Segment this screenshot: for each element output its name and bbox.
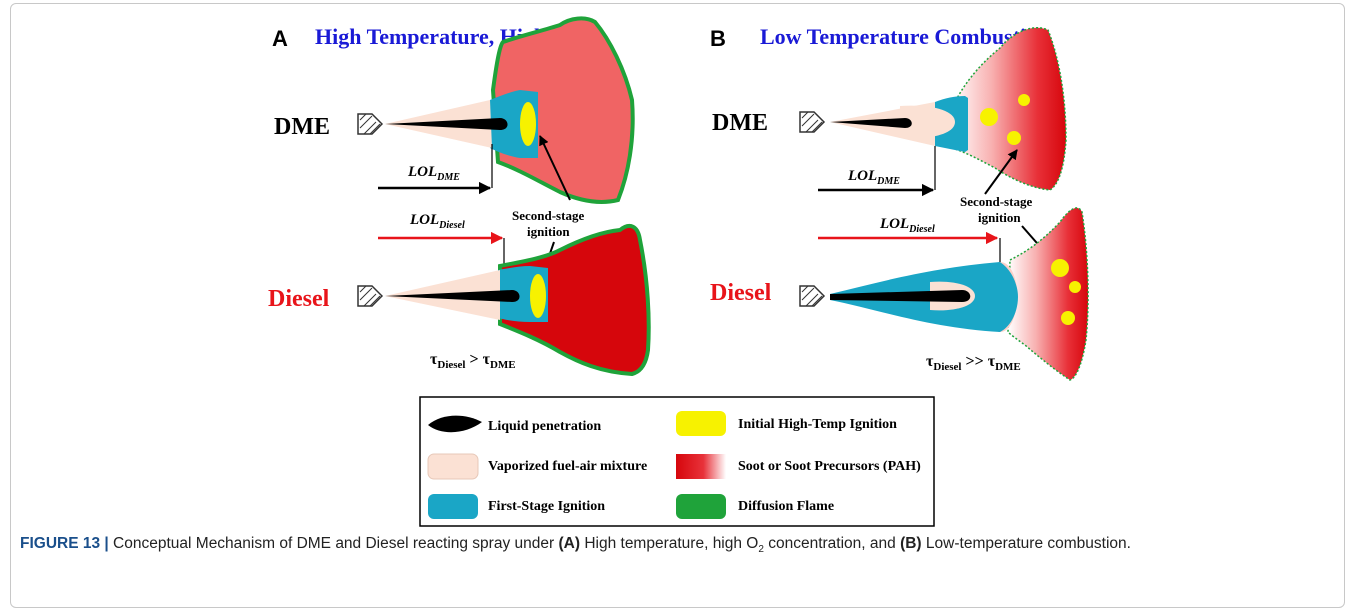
ignition-diesel-a — [530, 274, 546, 318]
panel-b-dme-label: DME — [712, 110, 768, 136]
ignition-dme-b-2 — [1007, 131, 1021, 145]
panel-b-diesel-label: Diesel — [710, 280, 772, 306]
ignition-dme-b-3 — [1018, 94, 1030, 106]
legend-swatch-ignition — [676, 411, 726, 436]
liquid-dme-b — [830, 118, 912, 128]
legend-swatch-vapor — [427, 453, 479, 480]
ignition-label-b-1: Second-stage — [960, 194, 1032, 209]
ignition-dme-b-1 — [980, 108, 998, 126]
figure-frame — [10, 3, 1345, 608]
lol-dme-label-b: LOLDME — [847, 168, 900, 187]
legend-swatch-first-stage — [428, 494, 478, 519]
panel-b-title: Low Temperature Combustion — [760, 24, 1049, 49]
caption-text-1: Conceptual Mechanism of DME and Diesel r… — [108, 535, 559, 552]
legend-swatch-liquid — [428, 415, 482, 433]
ignition-label-a-1: Second-stage — [512, 208, 584, 223]
panel-a-diesel-label: Diesel — [268, 286, 330, 312]
legend-label-liquid: Liquid penetration — [488, 419, 601, 434]
ignition-arrow-a-up — [539, 135, 571, 201]
injector-nozzle-diesel-b — [799, 285, 826, 307]
lol-diesel-label-a: LOLDiesel — [409, 212, 465, 231]
soot-dme-b — [951, 27, 1067, 191]
legend-label-ignition: Initial High-Temp Ignition — [738, 417, 897, 432]
ignition-label-a-2: ignition — [527, 224, 570, 239]
panel-a-letter: A — [272, 26, 288, 51]
ignition-diesel-b-2 — [1069, 281, 1081, 293]
panel-a-dme-label: DME — [274, 114, 330, 140]
legend-label-first-stage: First-Stage Ignition — [488, 499, 605, 514]
panel-b-tau: τDiesel >> τDME — [926, 353, 1021, 373]
panel-b-diesel-spray — [830, 207, 1089, 381]
caption-a: (A) — [558, 535, 581, 552]
caption-label: FIGURE 13 | — [20, 535, 109, 552]
diffusion-flame-diesel-a — [498, 223, 651, 377]
legend-swatch-flame — [676, 494, 726, 519]
liquid-diesel-a — [385, 290, 520, 302]
legend: Liquid penetration Vaporized fuel-air mi… — [419, 396, 935, 527]
caption-sub: 2 — [758, 544, 764, 556]
liquid-dme-a — [385, 118, 508, 130]
panel-b-dme-spray — [830, 27, 1067, 191]
legend-label-soot: Soot or Soot Precursors (PAH) — [738, 459, 921, 474]
vapor-dme-b-core — [900, 105, 955, 139]
panel-b-letter: B — [710, 26, 726, 51]
ignition-label-b-2: ignition — [978, 210, 1021, 225]
lol-diesel-label-b: LOLDiesel — [879, 216, 935, 235]
injector-nozzle-diesel-a — [357, 285, 384, 307]
caption-text-2: High temperature, high O — [580, 535, 759, 552]
legend-swatch-soot — [676, 454, 726, 479]
caption-text-4: Low-temperature combustion. — [921, 535, 1131, 552]
legend-label-vapor: Vaporized fuel-air mixture — [488, 459, 647, 474]
injector-nozzle-dme-a — [357, 113, 384, 135]
caption-b: (B) — [900, 535, 922, 552]
lol-dme-label-a: LOLDME — [407, 164, 460, 183]
ignition-diesel-b-3 — [1061, 311, 1075, 325]
injector-nozzle-dme-b — [799, 111, 826, 133]
panel-a-diesel-spray — [385, 223, 651, 377]
figure-caption: FIGURE 13 | Conceptual Mechanism of DME … — [20, 531, 1335, 563]
ignition-dme-a — [520, 102, 536, 146]
legend-label-flame: Diffusion Flame — [738, 499, 834, 514]
ignition-diesel-b-1 — [1051, 259, 1069, 277]
caption-text-3: concentration, and — [763, 535, 901, 552]
panel-a-dme-spray — [385, 16, 635, 204]
ignition-arrow-b-up — [984, 149, 1018, 195]
panel-a-tau: τDiesel > τDME — [430, 351, 516, 371]
liquid-diesel-b — [830, 290, 971, 302]
soot-diesel-b — [1007, 207, 1089, 381]
